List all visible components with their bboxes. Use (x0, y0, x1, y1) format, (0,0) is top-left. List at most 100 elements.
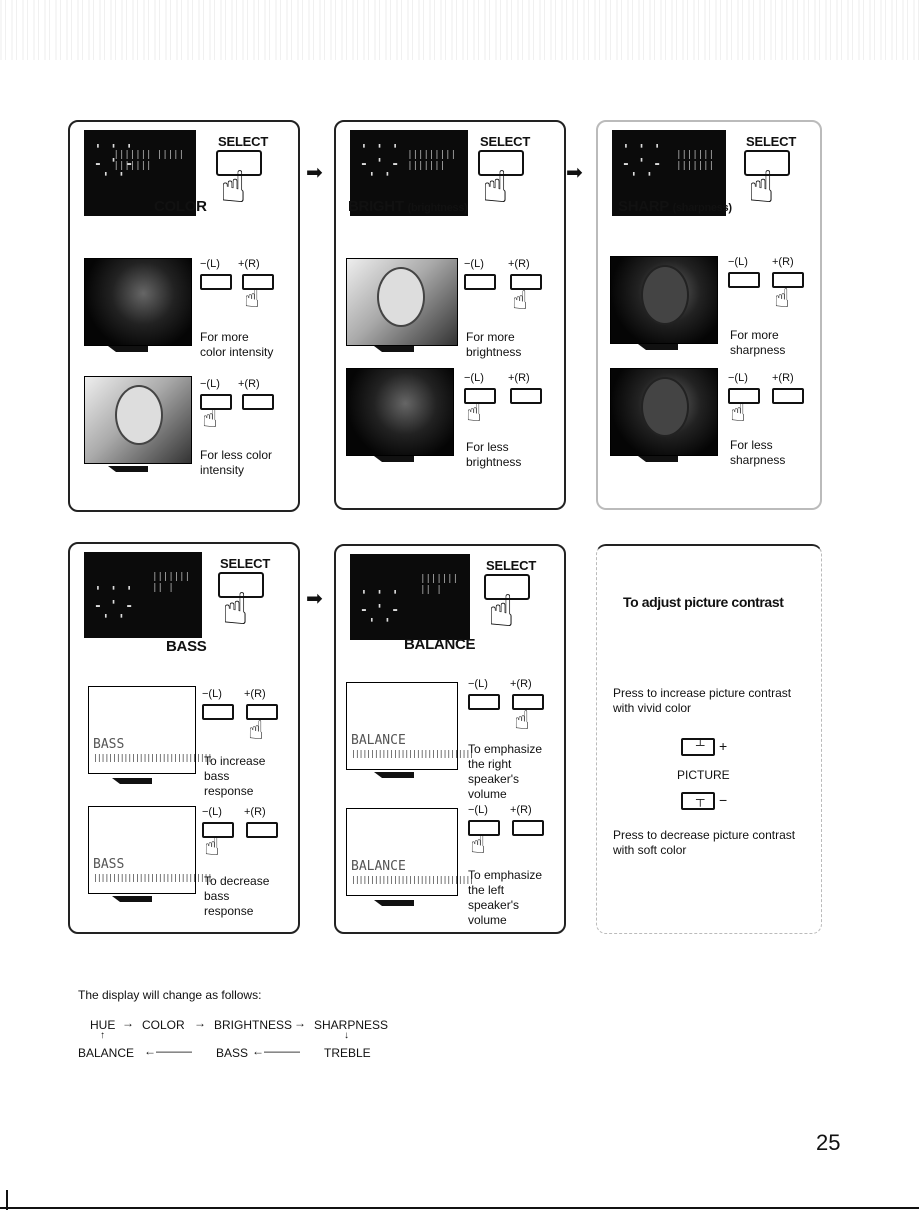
caption-more: To emphasize the right speaker's volume (468, 742, 543, 801)
picture-minus-sign: − (719, 792, 728, 808)
minus-button[interactable] (202, 704, 234, 720)
minus-l-label: −(L) (468, 804, 488, 816)
plus-r-label: +(R) (508, 372, 530, 384)
pointing-hand-icon: ☝ (730, 398, 746, 428)
plus-r-label: +(R) (508, 258, 530, 270)
picture-label: PICTURE (677, 768, 730, 782)
select-button[interactable] (744, 150, 790, 176)
select-button[interactable] (216, 150, 262, 176)
plus-button[interactable] (510, 274, 542, 290)
seq-brightness: BRIGHTNESS (214, 1018, 293, 1032)
tv-picture-image (346, 258, 458, 346)
lcd-text: BASS (93, 737, 125, 752)
lcd-text: BALANCE (351, 859, 406, 874)
seq-treble: TREBLE (324, 1046, 371, 1060)
picture-minus-button[interactable]: ┬ (681, 792, 715, 810)
plus-button[interactable] (242, 274, 274, 290)
minus-button[interactable] (200, 394, 232, 410)
tv-screen: ' ' ' - ' - ' '||||||| |||||||||||| (84, 130, 196, 216)
caption-less: To decrease bass response (204, 874, 270, 918)
plus-button[interactable] (246, 822, 278, 838)
minus-button[interactable] (200, 274, 232, 290)
pointing-hand-icon: ☝ (514, 706, 530, 736)
arrow-icon (638, 344, 678, 350)
face-shape (641, 265, 689, 325)
mode-title: COLOR (154, 198, 207, 215)
caption-more: For more color intensity (200, 330, 274, 359)
arrow-icon (112, 778, 152, 784)
minus-button[interactable] (202, 822, 234, 838)
seq-sharpness: SHARPNESS (314, 1018, 389, 1032)
mode-title: BALANCE (404, 636, 476, 653)
contrast-decrease-text: Press to decrease picture contrast with … (613, 828, 796, 857)
pointing-hand-icon: ☝ (244, 284, 260, 314)
minus-button[interactable] (464, 274, 496, 290)
minus-button[interactable] (728, 388, 760, 404)
picture-plus-sign: + (719, 738, 728, 754)
pointing-hand-icon: ☝ (488, 586, 515, 637)
minus-l-label: −(L) (202, 806, 222, 818)
tv-picture-image (610, 368, 718, 456)
arrow-icon (108, 346, 148, 352)
plus-button[interactable] (512, 694, 544, 710)
pointing-hand-icon: ☝ (774, 284, 790, 314)
plus-button[interactable] (246, 704, 278, 720)
arrow-icon (374, 772, 414, 778)
tv-picture-image (346, 368, 454, 456)
select-label: SELECT (486, 558, 537, 573)
plus-button[interactable] (772, 272, 804, 288)
select-button[interactable] (478, 150, 524, 176)
mode-title-main: BRIGHT (348, 198, 404, 215)
tv-picture-image (610, 256, 718, 344)
minus-button[interactable] (468, 694, 500, 710)
caption-more: For more sharpness (730, 328, 786, 357)
plus-r-label: +(R) (772, 372, 794, 384)
plus-button[interactable] (510, 388, 542, 404)
minus-l-label: −(L) (728, 372, 748, 384)
mode-title: SHARP (sharpness) (618, 198, 732, 215)
picture-plus-button[interactable]: ┴ (681, 738, 715, 756)
panel-bass: ' ' ' - ' - ' '||||||||| | SELECT ☝ BASS… (68, 542, 300, 934)
plus-r-label: +(R) (238, 378, 260, 390)
sequence-intro: The display will change as follows: (78, 988, 262, 1002)
plus-button[interactable] (772, 388, 804, 404)
mode-title-sub: (sharpness) (672, 202, 732, 214)
minus-button[interactable] (464, 388, 496, 404)
minus-button[interactable] (468, 820, 500, 836)
mode-title-sub: (brightness) (407, 202, 468, 214)
select-label: SELECT (480, 134, 531, 149)
face-shape (115, 385, 163, 445)
plus-button[interactable] (512, 820, 544, 836)
pointing-hand-icon: ☝ (482, 162, 509, 213)
mode-title-main: SHARP (618, 198, 669, 215)
pointing-hand-icon: ☝ (748, 162, 775, 213)
scan-noise (0, 0, 919, 60)
pointing-hand-icon: ☝ (220, 162, 247, 213)
pointing-hand-icon: ☝ (204, 832, 220, 862)
mode-title: BRIGHT (brightness) (348, 198, 468, 215)
level-bar-icon: ||||||||||||||||||||||||||||||| (93, 753, 212, 762)
panel-contrast: To adjust picture contrast Press to incr… (596, 544, 822, 934)
arrow-icon (374, 346, 414, 352)
page-edge-line (6, 1190, 8, 1210)
arrow-left-icon: ←——— (252, 1044, 300, 1058)
tv-screen: ' ' ' - ' - ' '||||||||| | (84, 552, 202, 638)
select-button[interactable] (218, 572, 264, 598)
contrast-minus-mark-icon: ┬ (696, 792, 705, 806)
minus-button[interactable] (728, 272, 760, 288)
caption-less: For less brightness (466, 440, 522, 469)
arrow-right-icon: → (122, 1016, 134, 1030)
plus-r-label: +(R) (772, 256, 794, 268)
minus-l-label: −(L) (728, 256, 748, 268)
tv-screen: BASS||||||||||||||||||||||||||||||| (88, 686, 212, 774)
page-bottom-line (0, 1207, 919, 1209)
arrow-right-icon: ➡ (566, 160, 583, 184)
select-button[interactable] (484, 574, 530, 600)
minus-l-label: −(L) (464, 258, 484, 270)
plus-button[interactable] (242, 394, 274, 410)
minus-l-label: −(L) (200, 258, 220, 270)
contrast-plus-mark-icon: ┴ (696, 738, 705, 752)
tv-picture-image (84, 258, 192, 346)
tv-screen: BALANCE|||||||||||||||||||||||||||||||| (346, 682, 474, 770)
minus-l-label: −(L) (468, 678, 488, 690)
